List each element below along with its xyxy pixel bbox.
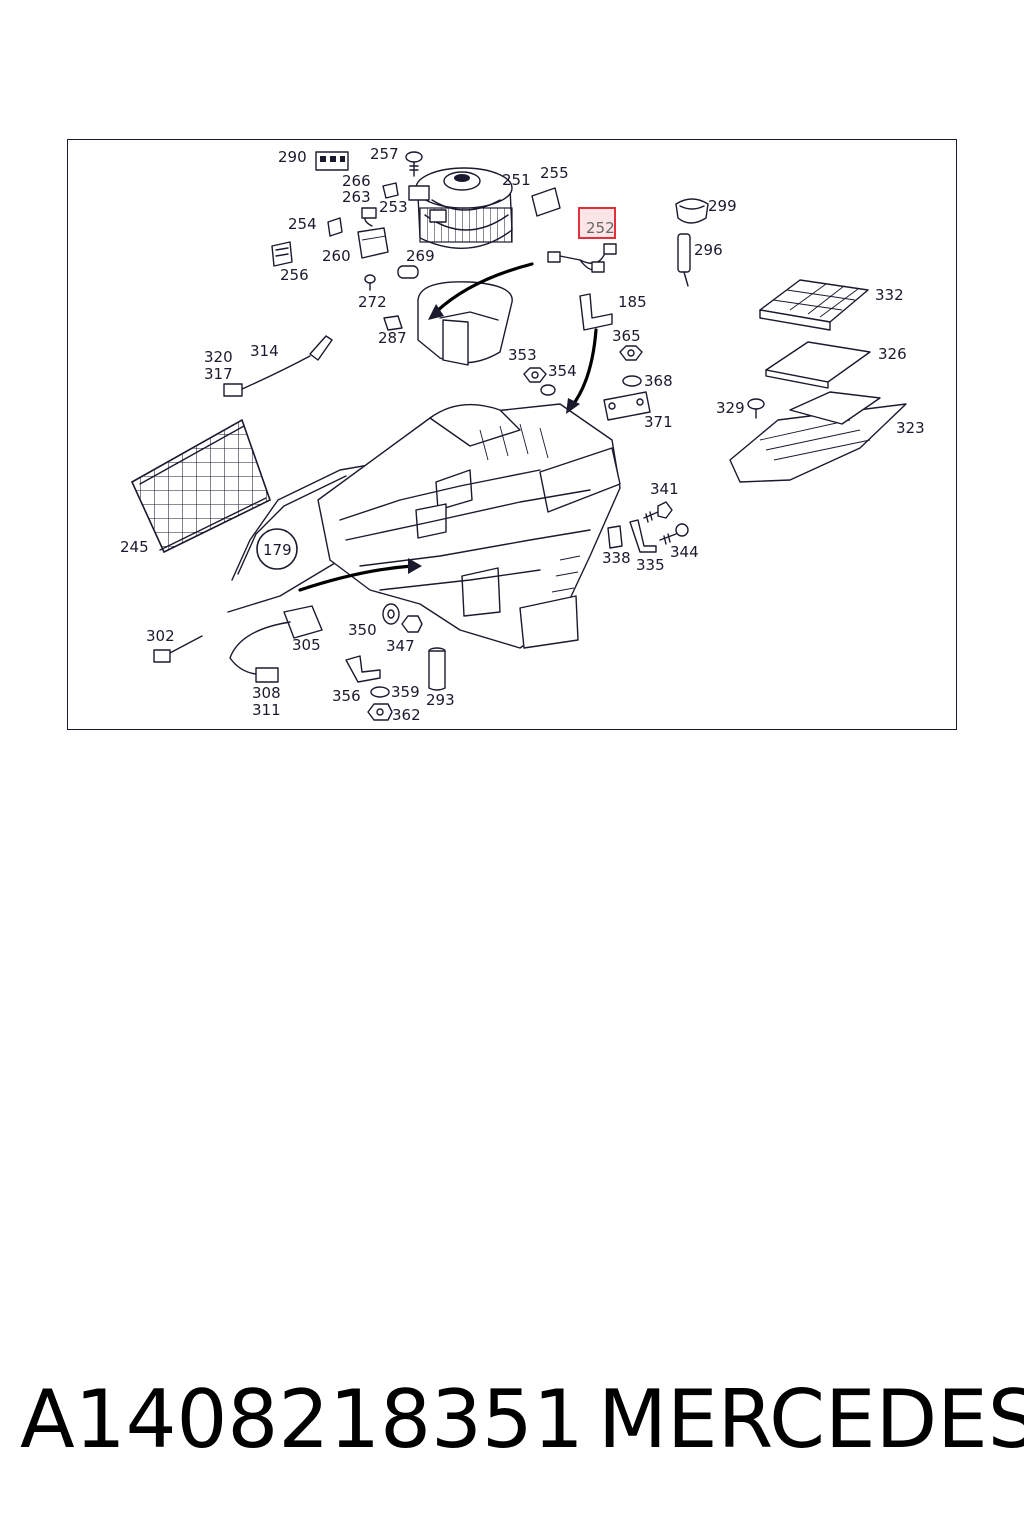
resistor-260-part <box>357 207 389 259</box>
callout-314: 314 <box>250 342 279 360</box>
callout-320: 320 <box>204 348 233 366</box>
callout-287: 287 <box>378 329 407 347</box>
callout-338: 338 <box>602 549 631 567</box>
bulb-269-part <box>397 265 419 279</box>
callout-332: 332 <box>875 286 904 304</box>
part-number-text: A1408218351 <box>20 1373 584 1466</box>
wiring-harness-252-part <box>547 243 617 273</box>
callout-368: 368 <box>644 372 673 390</box>
bracket-335-part <box>629 519 657 553</box>
callout-326: 326 <box>878 345 907 363</box>
callout-179-circle <box>256 528 298 570</box>
washer-353-part <box>523 367 547 383</box>
callout-365: 365 <box>612 327 641 345</box>
actuator-305-part <box>229 605 323 683</box>
callout-260: 260 <box>322 247 351 265</box>
bracket-356-part <box>345 655 381 683</box>
clip-287-part <box>383 315 403 331</box>
washer-354-part <box>540 384 556 396</box>
callout-245: 245 <box>120 538 149 556</box>
callout-371: 371 <box>644 413 673 431</box>
callout-185: 185 <box>618 293 647 311</box>
callout-252: 252 <box>586 219 615 237</box>
callout-353: 353 <box>508 346 537 364</box>
bracket-185-part <box>579 293 613 331</box>
temp-sensor-296-part <box>677 233 691 287</box>
screw-257-part <box>405 151 423 177</box>
sensor-314-part <box>223 335 333 397</box>
callout-359: 359 <box>391 683 420 701</box>
callout-293: 293 <box>426 691 455 709</box>
highlight-box-252 <box>578 207 616 239</box>
callout-335: 335 <box>636 556 665 574</box>
callout-329: 329 <box>716 399 745 417</box>
parts-exploded-diagram: 290 257 266 263 253 251 255 252 299 296 … <box>120 145 925 724</box>
washer-368-part <box>622 375 642 387</box>
callout-354: 354 <box>548 362 577 380</box>
cover-255-part <box>531 187 561 217</box>
nut-365-part <box>619 345 643 361</box>
sensor-253-part <box>408 185 447 223</box>
assembly-arrows <box>298 262 598 592</box>
callout-272: 272 <box>358 293 387 311</box>
filter-frame-332-part <box>759 279 869 331</box>
footer-caption: A1408218351 MERCEDES <box>20 1370 1024 1470</box>
callout-269: 269 <box>406 247 435 265</box>
callout-344: 344 <box>670 543 699 561</box>
callout-302: 302 <box>146 627 175 645</box>
callout-317: 317 <box>204 365 233 383</box>
callout-266: 266 <box>342 172 371 190</box>
callout-labels: 290 257 266 263 253 251 255 252 299 296 … <box>120 145 925 724</box>
filter-326-part <box>765 341 871 389</box>
clip-329-part <box>747 398 765 419</box>
washer-350-part <box>382 603 400 625</box>
callout-257: 257 <box>370 145 399 163</box>
callout-299: 299 <box>708 197 737 215</box>
hvac-housing-part <box>317 403 621 649</box>
callout-255: 255 <box>540 164 569 182</box>
connector-256-part <box>271 241 293 267</box>
callout-305: 305 <box>292 636 321 654</box>
callout-311: 311 <box>252 701 281 719</box>
parts-diagram-frame <box>67 139 957 730</box>
callout-251: 251 <box>502 171 531 189</box>
callout-254: 254 <box>288 215 317 233</box>
bracket-371-part <box>603 391 651 421</box>
blower-motor-part <box>415 167 513 249</box>
nut-362-part <box>367 703 393 721</box>
clip-254-part <box>327 217 343 237</box>
callout-253: 253 <box>379 198 408 216</box>
callout-356: 356 <box>332 687 361 705</box>
callout-290: 290 <box>278 148 307 166</box>
screw-341-part <box>643 501 673 523</box>
callout-323: 323 <box>896 419 925 437</box>
clamp-299-part <box>675 198 709 224</box>
clip-338-part <box>607 525 623 549</box>
callout-362: 362 <box>392 706 421 724</box>
callout-179: 179 <box>263 541 292 559</box>
housing-cover-323-part <box>729 391 907 483</box>
connector-290-part <box>315 151 349 171</box>
sensor-302-part <box>153 635 203 663</box>
callout-296: 296 <box>694 241 723 259</box>
callout-256: 256 <box>280 266 309 284</box>
washer-359-part <box>370 686 390 698</box>
tube-293-part <box>428 647 446 691</box>
blower-housing-part <box>417 281 513 366</box>
callout-341: 341 <box>650 480 679 498</box>
nut-347-part <box>401 615 423 633</box>
callout-308: 308 <box>252 684 281 702</box>
brand-text: MERCEDES <box>598 1373 1024 1466</box>
callout-347: 347 <box>386 637 415 655</box>
callout-263: 263 <box>342 188 371 206</box>
screw-344-part <box>659 523 689 545</box>
callout-350: 350 <box>348 621 377 639</box>
filter-245-part <box>130 418 271 554</box>
sensor-272-part <box>364 274 376 291</box>
clip-266-part <box>382 182 399 199</box>
